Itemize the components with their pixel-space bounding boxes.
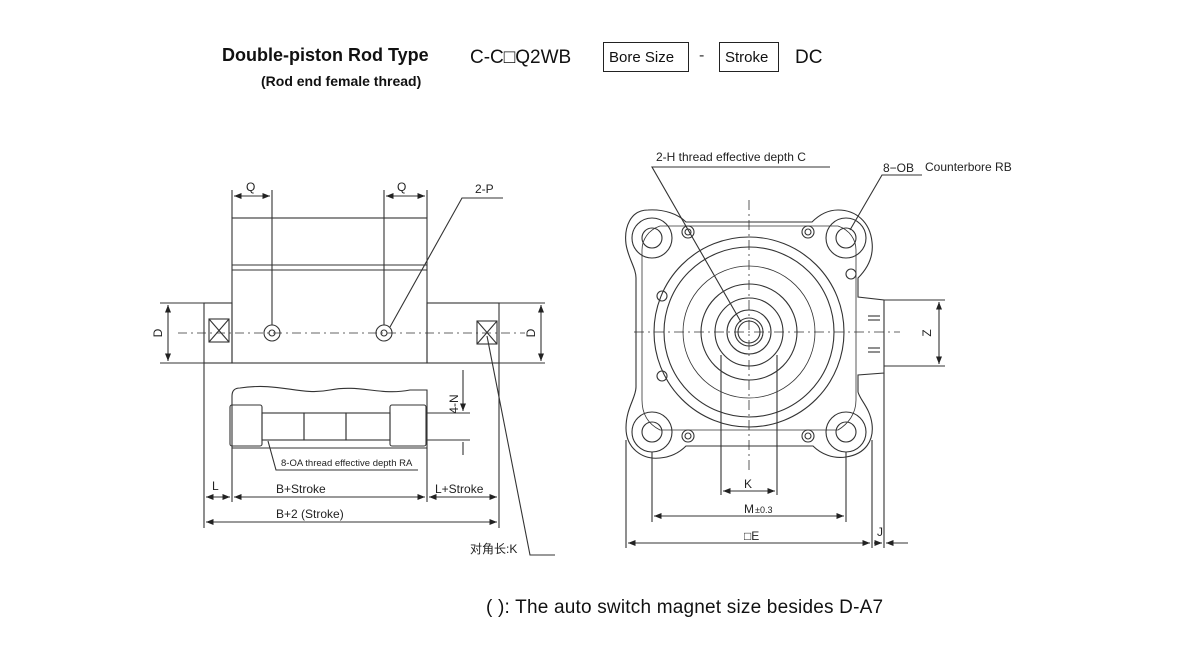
label-counterbore: Counterbore RB <box>925 160 1012 174</box>
header: Double-piston Rod Type (Rod end female t… <box>0 0 1200 100</box>
cylinder-body-lower <box>231 385 428 449</box>
page-subtitle: (Rod end female thread) <box>261 73 422 89</box>
label-l-stroke: L+Stroke <box>435 482 484 496</box>
label-e: □E <box>744 529 759 543</box>
mount-hole-top-right <box>825 217 867 259</box>
side-view <box>160 190 555 556</box>
label-z: Z <box>920 329 934 336</box>
page-title: Double-piston Rod Type <box>222 45 429 65</box>
label-m: M <box>744 502 754 516</box>
label-8-ob: 8−OB <box>883 161 914 175</box>
model-prefix: C-C□Q2WB <box>470 47 572 68</box>
model-suffix: DC <box>795 47 823 68</box>
stroke-box: Stroke <box>719 42 779 72</box>
end-view-labels: 2-H thread effective depth C 8−OB Counte… <box>656 150 1012 543</box>
cylinder-body-upper <box>231 217 428 364</box>
label-b-stroke: B+Stroke <box>276 482 326 496</box>
end-view <box>625 166 945 548</box>
label-diagonal: 对角长:K <box>470 542 517 556</box>
label-q-right: Q <box>397 180 406 194</box>
end-plate-outline <box>625 209 885 459</box>
label-m-tol: ±0.3 <box>755 505 772 515</box>
wrench-flat-left <box>208 318 230 343</box>
footnote: ( ): The auto switch magnet size besides… <box>486 597 884 618</box>
label-d-right: D <box>524 328 538 337</box>
label-2-p: 2-P <box>475 182 494 196</box>
label-j: J <box>877 525 883 539</box>
label-b2-stroke: B+2 (Stroke) <box>276 507 344 521</box>
side-view-labels: Q Q 2-P D D 4-N 8-OA thread effective de… <box>151 180 538 556</box>
label-thread-h: 2-H thread effective depth C <box>656 150 806 164</box>
bore-size-box: Bore Size <box>603 42 689 72</box>
label-thread-note: 8-OA thread effective depth RA <box>281 458 413 469</box>
label-4-n: 4-N <box>447 394 461 413</box>
label-l: L <box>212 479 219 493</box>
mount-hole-bottom-right <box>825 411 867 453</box>
label-q-left: Q <box>246 180 255 194</box>
model-separator: - <box>699 47 705 64</box>
wrench-flat-right <box>476 320 498 345</box>
label-d-left: D <box>151 328 165 337</box>
mount-hole-top-left <box>631 217 673 259</box>
label-k: K <box>744 477 752 491</box>
mount-hole-bottom-left <box>631 411 673 453</box>
